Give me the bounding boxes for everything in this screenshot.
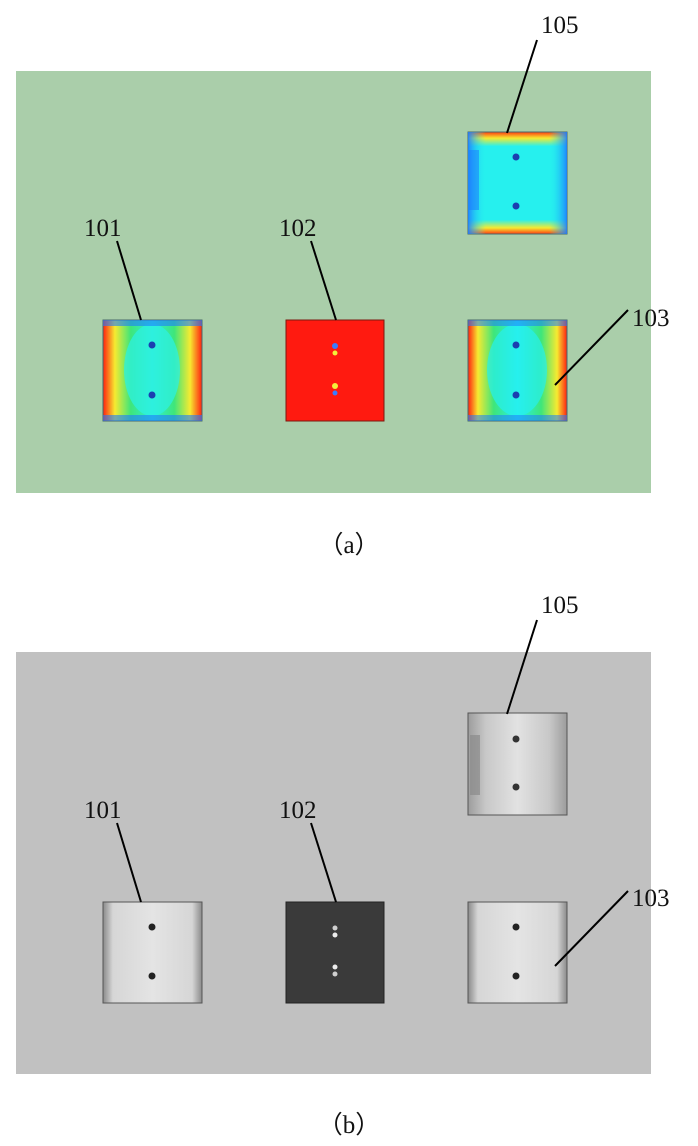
label-102: 102 xyxy=(279,797,317,824)
label-103: 103 xyxy=(632,885,670,912)
panel-b: 101 102 105 103 （b） xyxy=(16,592,670,1139)
leader-line xyxy=(116,240,142,321)
plate-105-a xyxy=(467,131,568,235)
hole-icon xyxy=(148,391,156,399)
plate-105-b xyxy=(467,712,568,816)
label-101: 101 xyxy=(84,797,122,824)
caption-a: （a） xyxy=(318,531,379,559)
hole-icon xyxy=(512,972,520,980)
plate-101-a xyxy=(102,319,203,422)
leader-line xyxy=(554,309,629,386)
plate-102-a xyxy=(285,319,385,422)
label-103: 103 xyxy=(632,305,670,332)
label-101: 101 xyxy=(84,215,122,242)
hole-icon xyxy=(512,341,520,349)
hole-icon xyxy=(332,925,338,931)
hole-icon xyxy=(332,964,338,970)
leader-line xyxy=(310,822,337,903)
leader-line xyxy=(310,240,337,321)
hole-icon xyxy=(512,153,520,161)
label-105: 105 xyxy=(541,12,579,39)
plate-101-b xyxy=(102,901,203,1004)
plate-103-b xyxy=(467,901,568,1004)
leader-line xyxy=(506,39,538,134)
label-102: 102 xyxy=(279,215,317,242)
plate-103-a xyxy=(467,319,568,422)
hole-icon xyxy=(332,383,338,389)
hole-icon xyxy=(512,923,520,931)
plate-102-b xyxy=(285,901,385,1004)
panel-a: 101 102 105 103 （a） xyxy=(16,12,670,559)
hole-icon xyxy=(512,783,520,791)
caption-b: （b） xyxy=(318,1111,381,1139)
hole-icon xyxy=(148,341,156,349)
hole-icon xyxy=(512,391,520,399)
leader-line xyxy=(506,619,538,715)
label-105: 105 xyxy=(541,592,579,619)
hole-icon xyxy=(148,972,156,980)
hole-icon xyxy=(332,343,338,349)
leader-line xyxy=(116,822,142,903)
hole-icon xyxy=(148,923,156,931)
leader-line xyxy=(554,890,629,967)
hole-icon xyxy=(512,202,520,210)
hole-icon xyxy=(512,735,520,743)
